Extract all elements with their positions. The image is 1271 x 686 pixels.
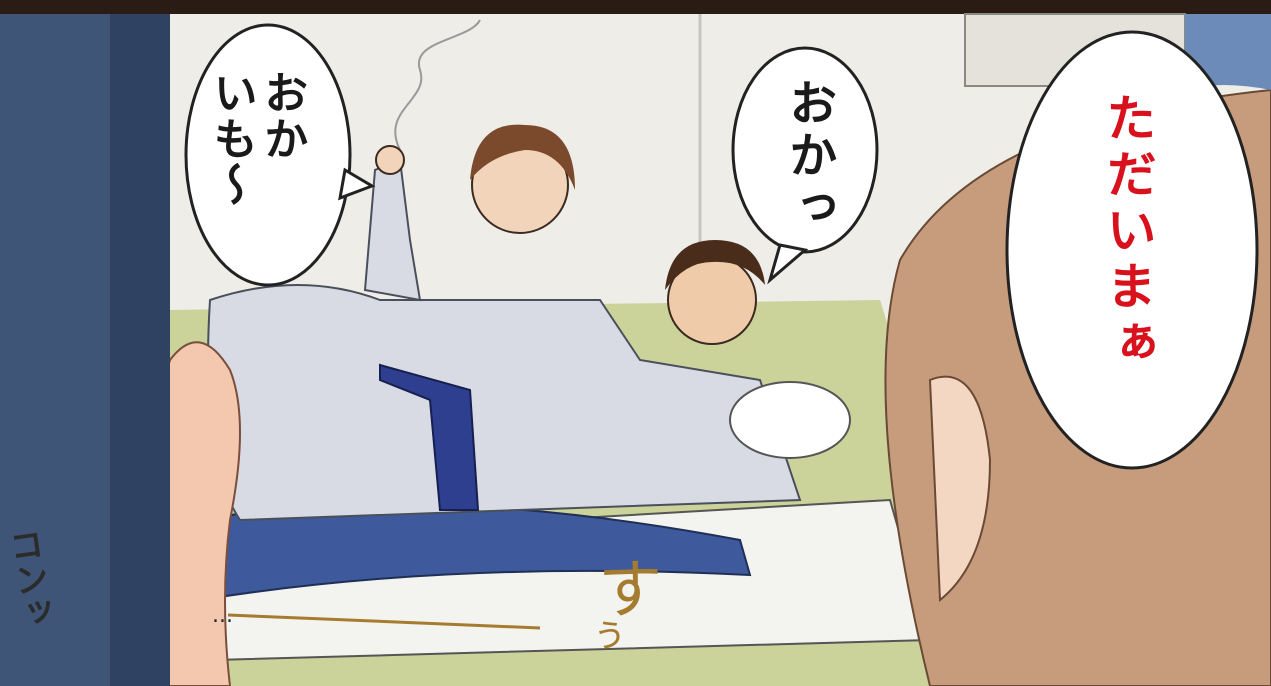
speech-tail-left (338, 167, 376, 201)
sfx-slide: す (598, 554, 662, 628)
speech-text-woman: ただいまぁ (1098, 92, 1157, 372)
ellipsis-dots: ... (212, 603, 233, 628)
speech-text-middle-man: おかっ (780, 78, 837, 234)
speech-bubble-right (1005, 30, 1259, 470)
sfx-slide-tail: ぅ (590, 611, 629, 655)
speech-bubble-middle (731, 46, 879, 254)
speech-tail-middle (767, 243, 809, 285)
left-man-arm (363, 158, 422, 302)
door-edge (110, 14, 170, 686)
speech-bubble-left (184, 23, 352, 287)
left-man-hair (470, 124, 575, 190)
woman-face (928, 375, 992, 603)
slide-line (227, 613, 541, 630)
top-border (0, 0, 1271, 14)
left-man-hand (375, 145, 405, 175)
speech-text-left-man: おか いも〜 (205, 70, 308, 208)
cigarette-smoke (394, 19, 481, 151)
middle-man-hair (665, 240, 765, 290)
pillow (729, 381, 851, 459)
yukata-belt (379, 363, 480, 511)
top-right-corner (1185, 14, 1271, 90)
